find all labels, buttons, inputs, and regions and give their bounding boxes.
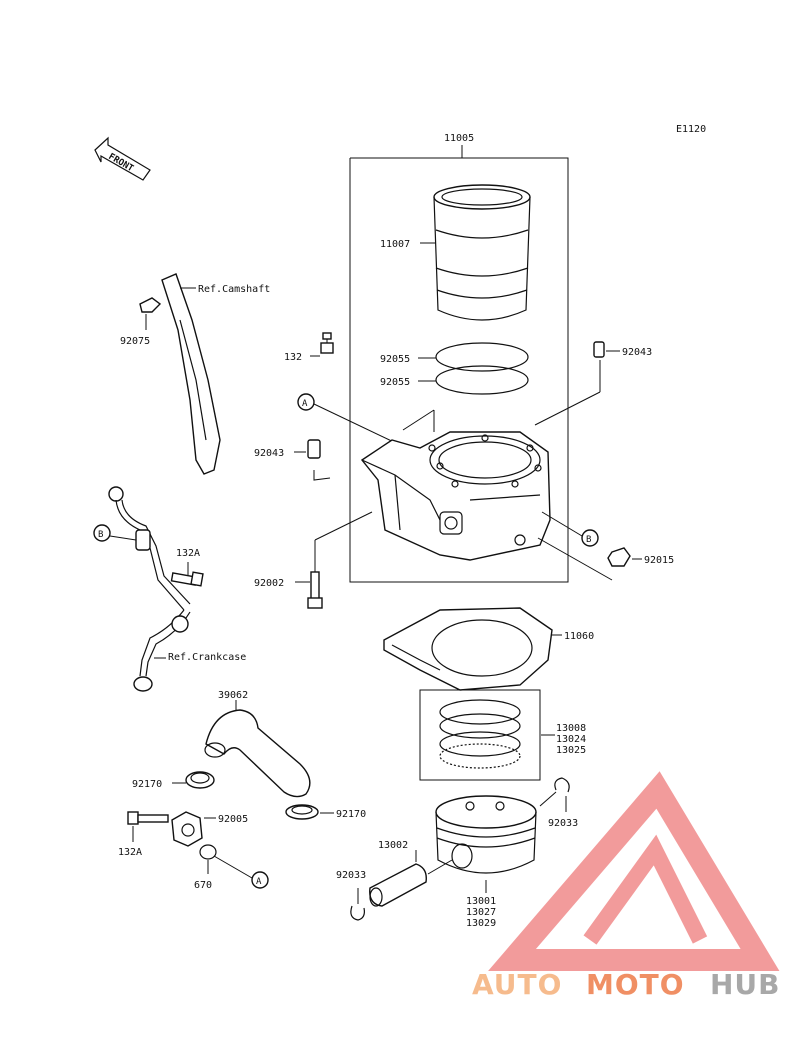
bolt-132A-bottom (127, 811, 169, 825)
stud-92002 (307, 571, 323, 609)
automotohub-logo: AUTO MOTO HUB (472, 771, 781, 1001)
logo-triangle-inner (583, 834, 708, 945)
label-92015: 92015 (644, 555, 674, 566)
diagram-code: E1120 (676, 124, 706, 135)
label-670: 670 (194, 880, 212, 891)
label-13001: 13001 (466, 896, 496, 907)
logo-word-hub: HUB (710, 968, 781, 1001)
clamp-92170-right (285, 804, 319, 820)
oil-pipe (108, 486, 191, 692)
nut-92015 (607, 547, 631, 567)
label-92002: 92002 (254, 578, 284, 589)
label-13025: 13025 (556, 745, 586, 756)
label-92033-a: 92033 (336, 870, 366, 881)
label-132A-top: 132A (176, 548, 200, 559)
logo-word-auto: AUTO (472, 968, 562, 1001)
callout-b-left: B (93, 524, 111, 542)
cylinder-base-gasket (383, 607, 553, 691)
svg-text:B: B (98, 530, 103, 540)
svg-text:A: A (302, 399, 308, 409)
label-13008: 13008 (556, 723, 586, 734)
label-13002: 13002 (378, 840, 408, 851)
o-rings (435, 342, 529, 395)
label-92055-a: 92055 (380, 354, 410, 365)
label-39062: 39062 (218, 690, 248, 701)
o-ring-670 (199, 844, 217, 860)
bolt-132A-top (170, 571, 204, 587)
label-92033-b: 92033 (548, 818, 578, 829)
circlip-left (350, 905, 365, 921)
front-label: FRONT (107, 152, 136, 174)
label-92043-b: 92043 (254, 448, 284, 459)
front-arrow-icon: FRONT (94, 136, 151, 181)
label-92005: 92005 (218, 814, 248, 825)
label-13029: 13029 (466, 918, 496, 929)
label-11060: 11060 (564, 631, 594, 642)
cylinder-sleeve (433, 184, 531, 321)
cylinder-block (360, 431, 551, 561)
clamp-92170-left (185, 771, 215, 789)
logo-word-moto: MOTO (586, 968, 685, 1001)
label-92170-a: 92170 (132, 779, 162, 790)
logo-triangle-outer (488, 771, 780, 971)
piston (435, 795, 537, 874)
label-13024: 13024 (556, 734, 586, 745)
svg-text:B: B (586, 535, 591, 545)
circlip-right (554, 777, 570, 793)
callout-a-top: A (297, 393, 315, 411)
label-92170-b: 92170 (336, 809, 366, 820)
label-132A-bottom: 132A (118, 847, 142, 858)
label-132: 132 (284, 352, 302, 363)
cam-chain-guide (161, 273, 221, 475)
label-92055-b: 92055 (380, 377, 410, 388)
callout-a-bottom: A (251, 871, 269, 889)
label-92043-a: 92043 (622, 347, 652, 358)
label-11005: 11005 (444, 133, 474, 144)
ref-camshaft-top: Ref.Camshaft (198, 284, 270, 295)
cylinder-group-frame (349, 145, 569, 583)
label-13027: 13027 (466, 907, 496, 918)
ref-crankcase: Ref.Crankcase (168, 652, 246, 663)
label-11007: 11007 (380, 239, 410, 250)
hose-39062 (204, 709, 311, 798)
fitting-92005 (171, 811, 203, 847)
label-92075: 92075 (120, 336, 150, 347)
piston-pin (369, 863, 427, 907)
stud-holes (428, 434, 542, 488)
clip-92075 (139, 297, 162, 313)
dowel-pin-left (307, 439, 321, 459)
svg-text:A: A (256, 877, 262, 887)
bolt-132 (320, 332, 334, 354)
piston-ring-set (419, 689, 541, 781)
callout-b-right: B (581, 529, 599, 547)
dowel-pin-right (593, 341, 605, 358)
